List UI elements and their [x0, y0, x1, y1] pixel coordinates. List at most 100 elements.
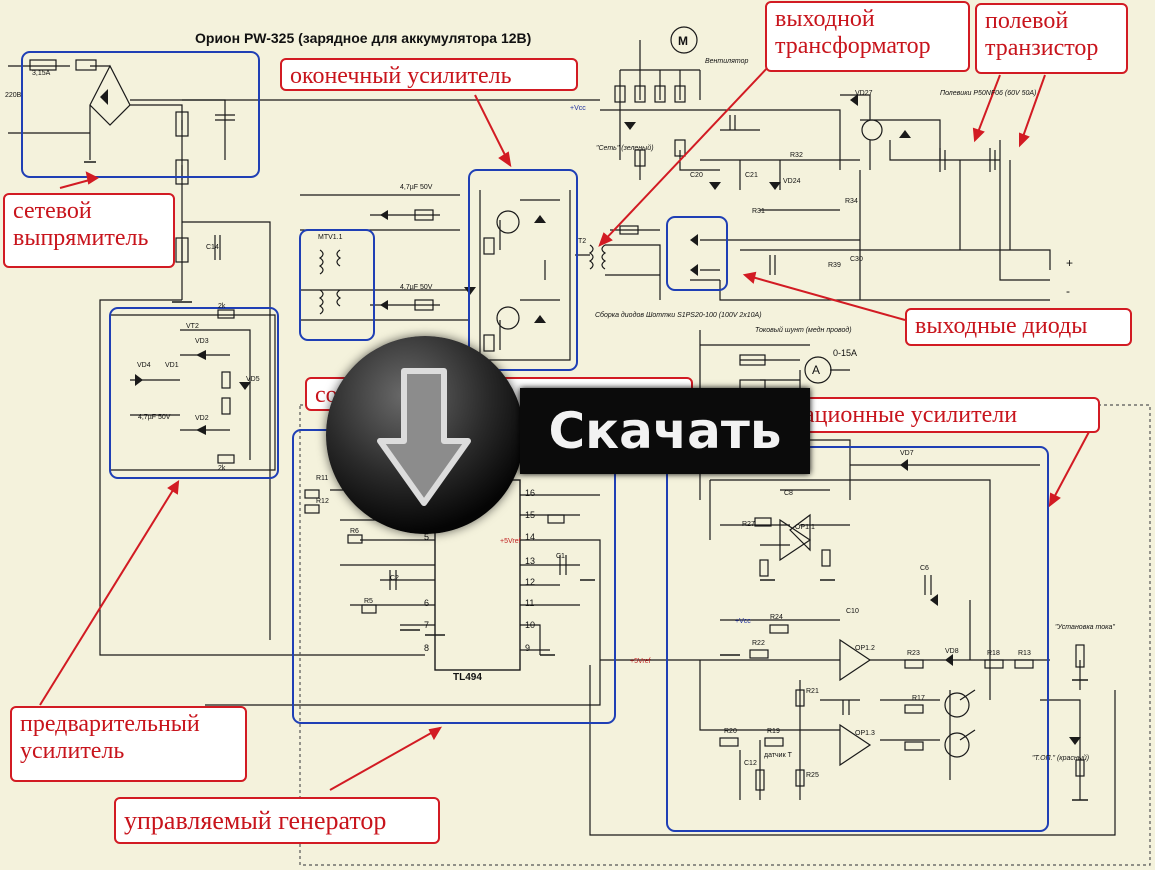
r6-label: R6	[350, 528, 359, 535]
callout-arrows	[39, 64, 1091, 791]
pin-9: 9	[525, 643, 531, 653]
callout-controlled-generator: управляемый генератор	[114, 797, 440, 844]
c12-label: C12	[744, 760, 757, 767]
c2-label: C2	[390, 575, 399, 582]
callout-output-transformer: выходной трансформатор	[765, 1, 970, 72]
vref-label-chip: +5Vref	[500, 538, 521, 545]
vd1-label: VD1	[165, 362, 179, 369]
shunt-label: Токовый шунт (медн провод)	[755, 327, 852, 334]
r34-label: R34	[845, 198, 858, 205]
pin-14: 14	[525, 532, 536, 542]
op1-1-label: OP1.1	[795, 524, 815, 531]
op1-3-label: OP1.3	[855, 730, 875, 737]
t2-label: T2	[578, 238, 587, 245]
r19-label: R19	[767, 728, 780, 735]
download-label-button[interactable]: Скачать	[520, 388, 810, 474]
minus-terminal: -	[1066, 284, 1070, 298]
callout-operational-amplifiers: рационные усилители	[782, 397, 1100, 433]
full-led-label: "Т.ОП." (красный)	[1032, 755, 1090, 762]
pin-12: 12	[525, 577, 536, 587]
r21-label: R21	[806, 688, 819, 695]
fan-label: Вентилятор	[705, 58, 749, 65]
op1-2-label: OP1.2	[855, 645, 875, 652]
c20-label: C20	[690, 172, 703, 179]
vd8-label: VD8	[945, 648, 959, 655]
pin-6: 6	[424, 598, 430, 608]
r22-label: R22	[752, 640, 765, 647]
pin-13: 13	[525, 556, 536, 566]
c6-label: C6	[920, 565, 929, 572]
r3-label: 2k	[218, 465, 226, 472]
vref-label: +5Vref	[630, 658, 651, 665]
ground-symbols	[84, 161, 1088, 801]
plus-terminal: +	[1066, 256, 1074, 270]
c10-label: C10	[846, 608, 859, 615]
mains-label: 220В	[5, 92, 22, 99]
pin-10: 10	[525, 620, 536, 630]
callout-output-diodes: выходные диоды	[905, 308, 1132, 346]
meter-symbols	[670, 26, 832, 384]
r18-label: R18	[987, 650, 1000, 657]
fan-motor-icon	[670, 26, 698, 54]
r20-label: R20	[724, 728, 737, 735]
cap-label-pre: 4,7µF 50V	[138, 414, 171, 421]
pin-7: 7	[424, 620, 430, 630]
tl494-label: TL494	[453, 672, 482, 683]
page-title: Орион PW-325 (зарядное для аккумулятора …	[195, 30, 532, 46]
power-transistors-label: Полевики P50NF06 (60V 50A)	[940, 90, 1037, 97]
vd3-label: VD3	[195, 338, 209, 345]
current-set-label: "Установка тока"	[1055, 624, 1115, 631]
highlight-boxes	[21, 51, 1049, 832]
pin-5: 5	[424, 532, 430, 542]
cap-label-top: 4,7µF 50V	[400, 184, 433, 191]
diode-symbols	[100, 89, 1081, 745]
callout-mains-rectifier: сетевой выпрямитель	[3, 193, 175, 268]
sensor-label: датчик Т	[764, 752, 792, 759]
pin-16: 16	[525, 488, 536, 498]
r24-label: R24	[770, 614, 783, 621]
pin-8: 8	[424, 643, 430, 653]
vd2-label: VD2	[195, 415, 209, 422]
r25-label: R25	[806, 772, 819, 779]
c1-label: C1	[556, 553, 565, 560]
callout-final-amplifier: оконечный усилитель	[280, 58, 578, 91]
diode-assembly-label: Сборка диодов Шоттки S1PS20-100 (100V 2x…	[595, 312, 762, 319]
c30-label: C30	[850, 256, 863, 263]
vd24-label: VD24	[783, 178, 801, 185]
ammeter-range: 0-15A	[833, 348, 858, 358]
pin-15: 15	[525, 510, 536, 520]
pin-11: 11	[525, 598, 535, 608]
r11-label: R11	[316, 475, 329, 482]
mains-led-label: "Сеть" (зеленый)	[596, 145, 654, 152]
r13-label: R13	[1018, 650, 1031, 657]
r5-label: R5	[364, 598, 373, 605]
vd5-label: VD5	[246, 376, 260, 383]
circuit-wires	[8, 40, 1151, 866]
vcc-label-op: +Vcc	[735, 618, 751, 625]
ammeter-label: A	[812, 363, 821, 377]
vcc-label-top: +Vcc	[570, 105, 586, 112]
vd7-label: VD7	[900, 450, 914, 457]
r27-label: R27	[742, 521, 755, 528]
r32-label: R32	[790, 152, 803, 159]
c8-label: C8	[784, 490, 793, 497]
c14-label: C14	[206, 244, 219, 251]
r17-label: R17	[912, 695, 925, 702]
download-button[interactable]	[326, 336, 524, 534]
r23-label: R23	[907, 650, 920, 657]
r39-label: R39	[828, 262, 841, 269]
r12-label: R12	[316, 498, 329, 505]
r31-label: R31	[752, 208, 765, 215]
download-arrow-icon	[377, 368, 471, 506]
vd4-label: VD4	[137, 362, 151, 369]
r4-label: 2k	[218, 303, 226, 310]
t1-label: MTV1.1	[318, 234, 343, 241]
vd27-label: VD27	[855, 90, 873, 97]
fan-motor-label: M	[678, 34, 688, 48]
c21-label: C21	[745, 172, 758, 179]
cap-label-mid: 4,7µF 50V	[400, 284, 433, 291]
ammeter-icon	[804, 356, 832, 384]
callout-field-transistor: полевой транзистор	[975, 3, 1128, 74]
callout-preamplifier: предварительный усилитель	[10, 706, 247, 782]
